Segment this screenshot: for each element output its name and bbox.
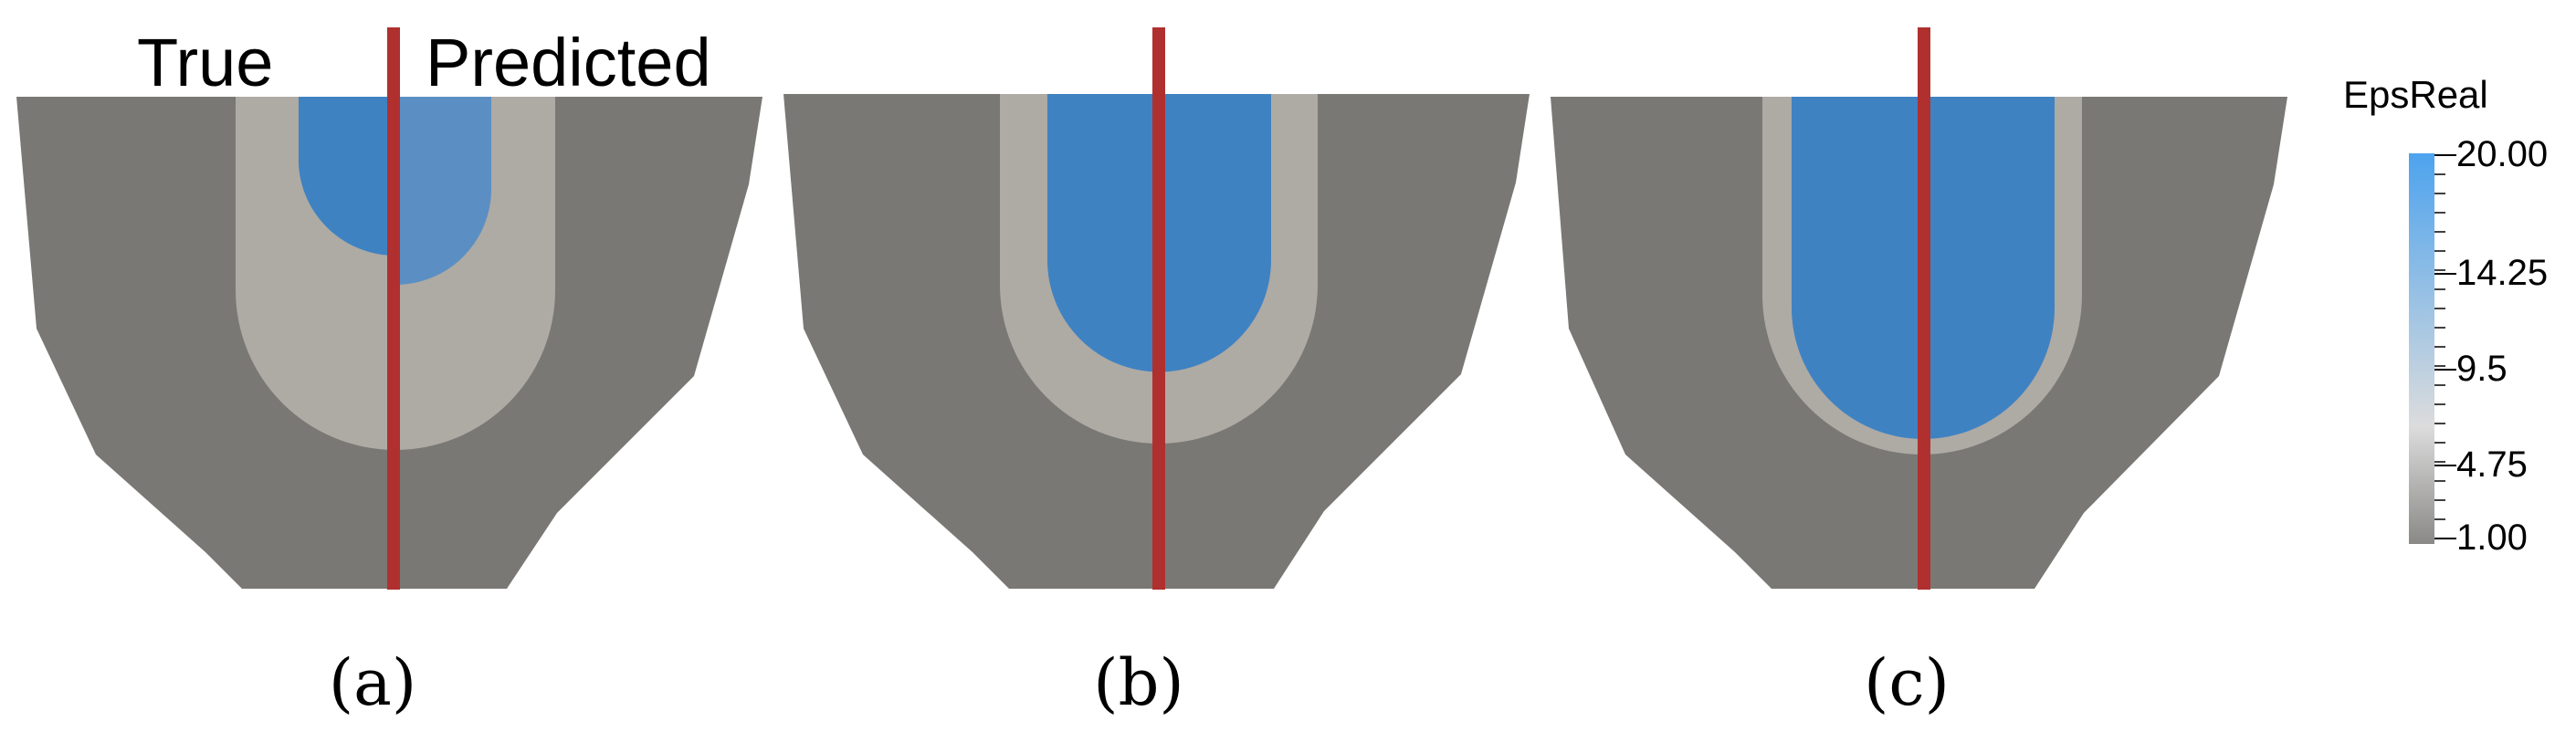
predicted-label: Predicted <box>426 25 711 100</box>
colorbar-tick-label: 9.5 <box>2456 349 2508 389</box>
divider-line <box>387 27 400 590</box>
panel-c: (c) <box>1551 27 2287 720</box>
divider-line <box>1918 27 1930 590</box>
colorbar-title: EpsReal <box>2343 73 2488 116</box>
inner-region-predicted <box>395 97 491 286</box>
divider-line <box>1152 27 1165 590</box>
colorbar-gradient <box>2409 153 2434 544</box>
colorbar-tick-label: 1.00 <box>2456 518 2528 558</box>
panel-a: True Predicted (a) <box>16 25 762 720</box>
true-label: True <box>137 25 273 100</box>
colorbar-tick-label: 14.25 <box>2456 253 2548 293</box>
colorbar-tick-label: 20.00 <box>2456 134 2548 174</box>
caption-b: (b) <box>1093 645 1183 720</box>
caption-c: (c) <box>1864 645 1950 720</box>
inner-region-true <box>299 97 395 256</box>
colorbar-minor-ticks <box>2434 154 2445 539</box>
caption-a: (a) <box>329 645 416 720</box>
panel-b: (b) <box>783 27 1530 720</box>
colorbar: EpsReal 20.00 14.25 9.5 4.75 1.00 <box>2343 73 2548 558</box>
colorbar-tick-label: 4.75 <box>2456 444 2528 485</box>
